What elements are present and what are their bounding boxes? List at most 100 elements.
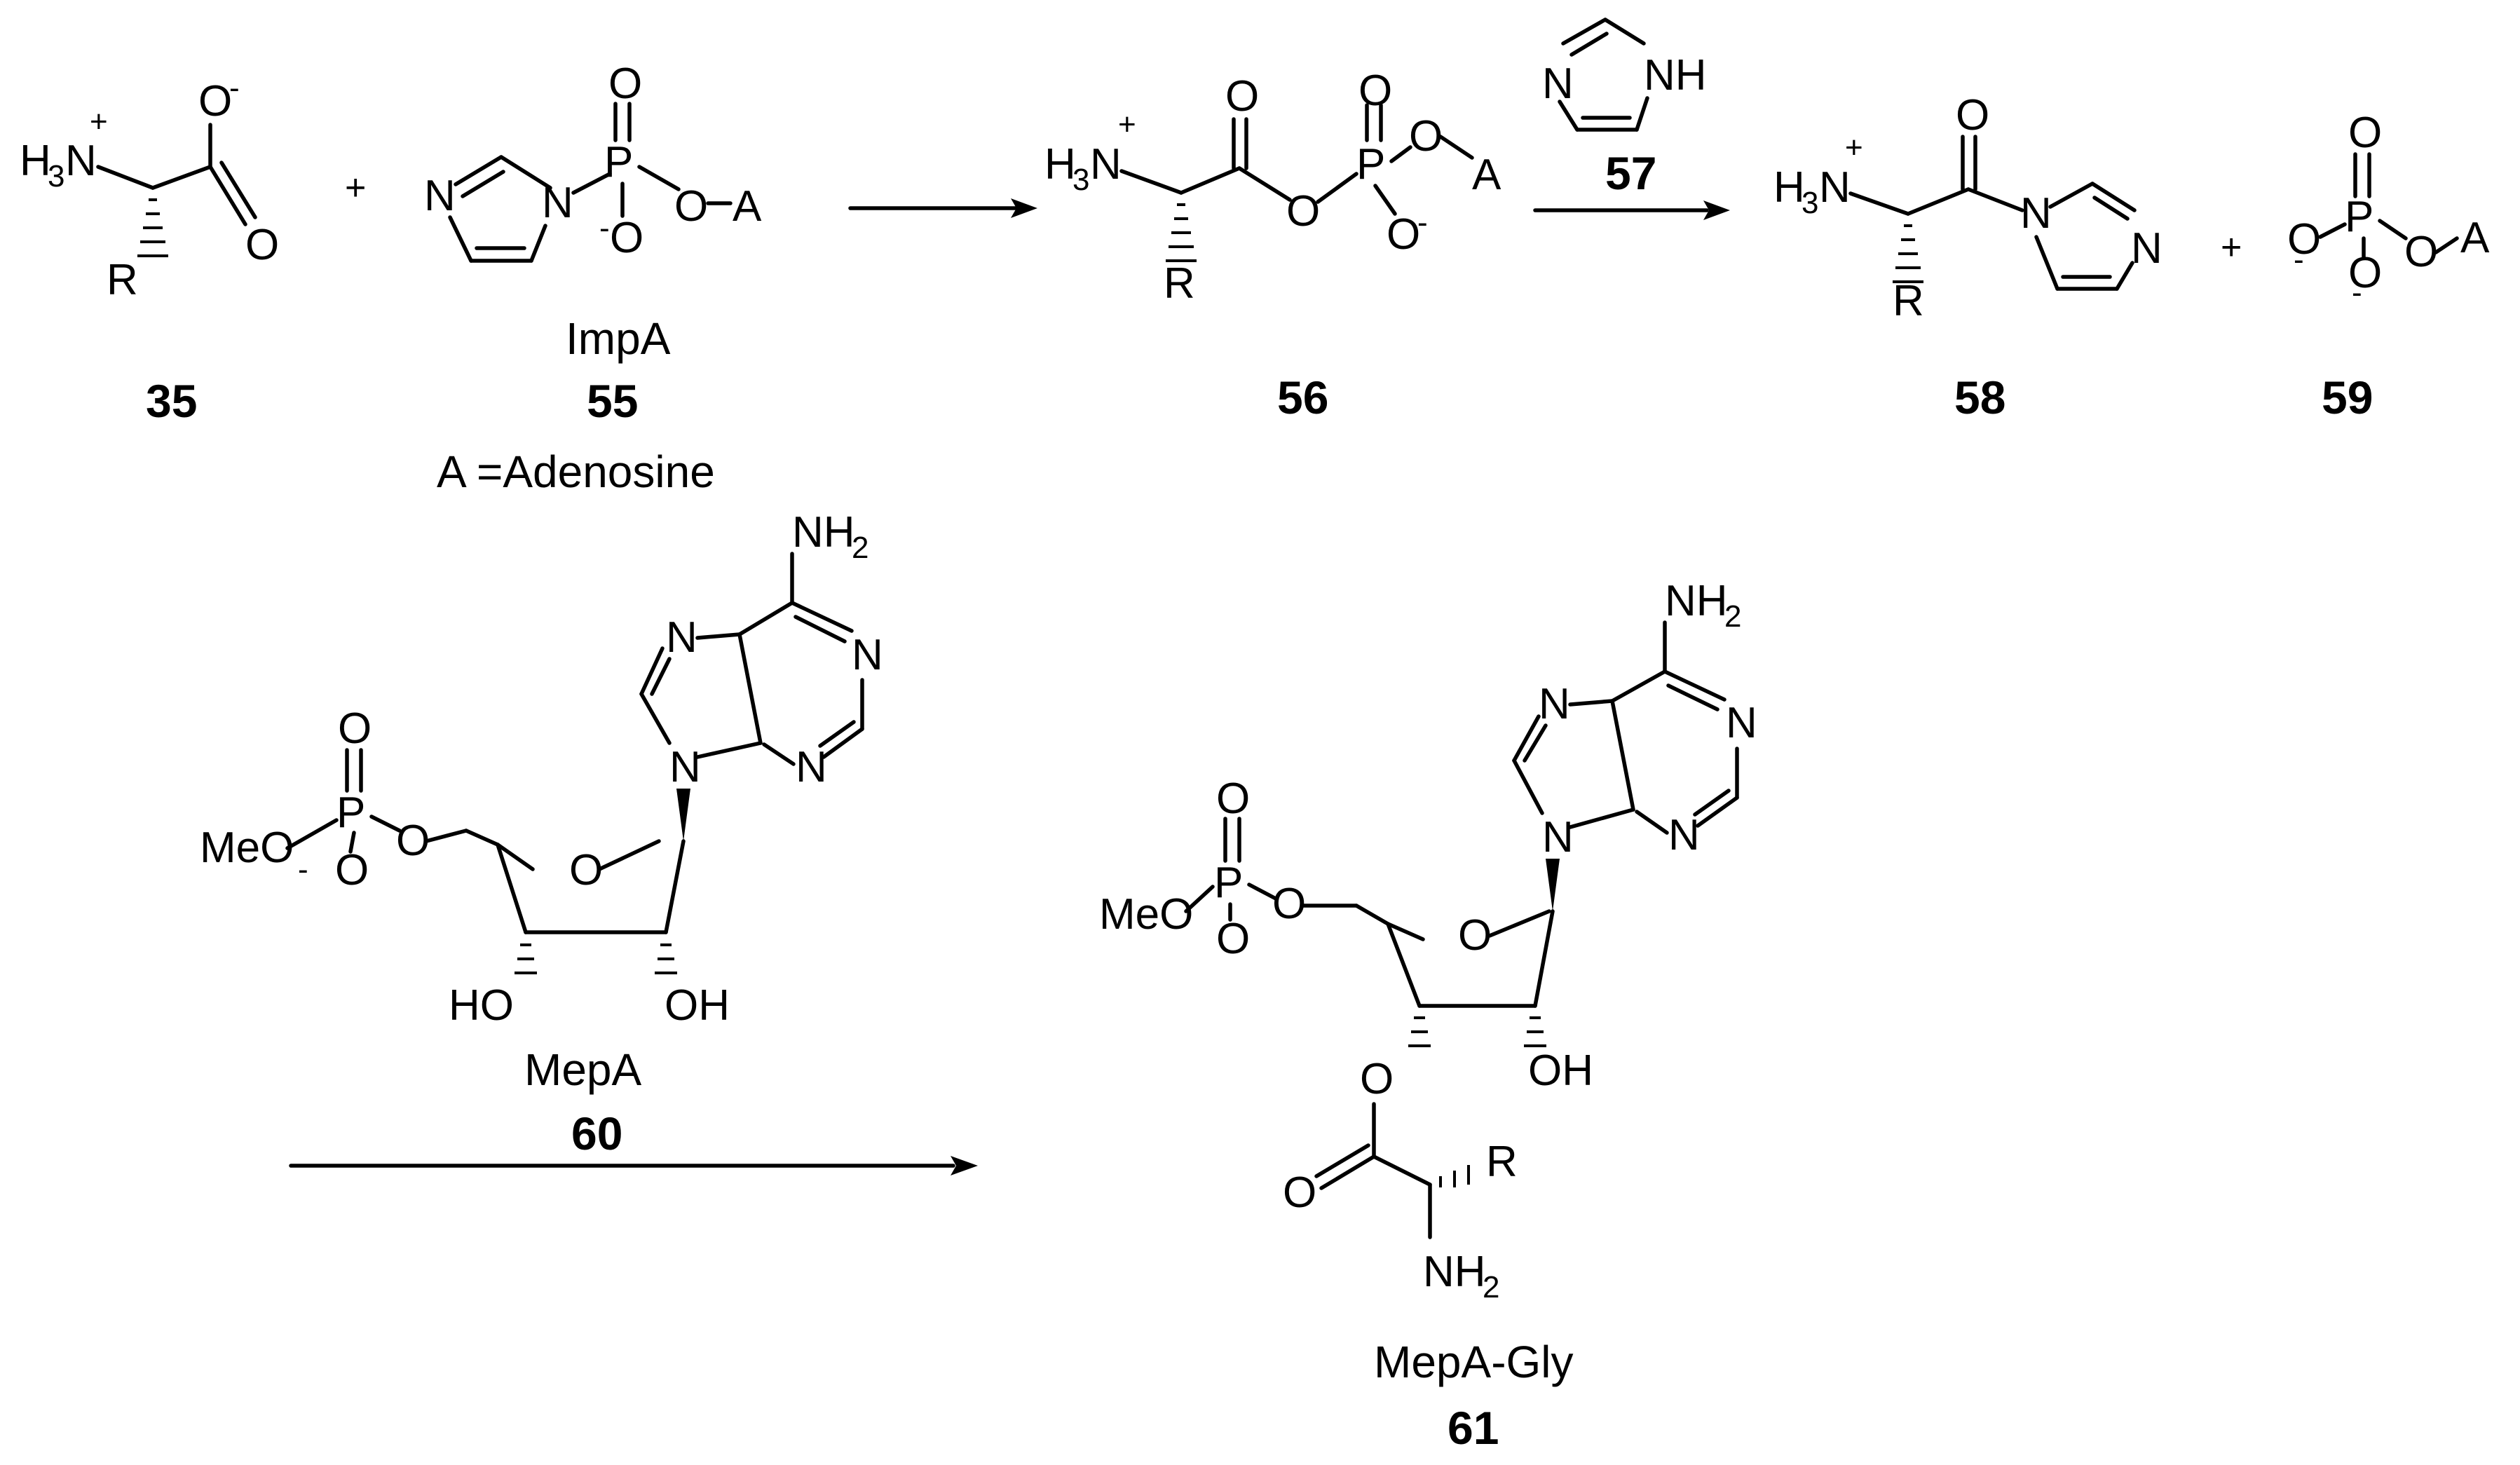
- compound-57-structure: N NH: [1542, 18, 1707, 132]
- svg-text:O: O: [245, 221, 279, 269]
- svg-text:2: 2: [1724, 599, 1741, 634]
- svg-text:A: A: [1472, 151, 1501, 199]
- svg-text:NH: NH: [792, 508, 855, 557]
- svg-text:O: O: [335, 846, 369, 894]
- svg-text:P: P: [604, 138, 633, 186]
- svg-text:N: N: [1090, 140, 1122, 189]
- svg-text:O: O: [2348, 249, 2382, 297]
- svg-text:O: O: [1409, 112, 1443, 161]
- compound-59-structure: O - P O O - O A: [2287, 109, 2490, 310]
- svg-text:P: P: [2345, 193, 2373, 241]
- svg-text:-: -: [1417, 205, 1428, 240]
- svg-text:N: N: [669, 743, 701, 791]
- svg-text:N: N: [1668, 811, 1700, 859]
- svg-text:MeO: MeO: [1099, 890, 1193, 939]
- plus-sign-2: +: [2221, 227, 2242, 268]
- svg-text:O: O: [338, 704, 372, 753]
- svg-text:OH: OH: [665, 981, 730, 1030]
- adenosine-note: A =Adenosine: [437, 447, 715, 497]
- svg-text:2: 2: [1483, 1270, 1499, 1304]
- svg-text:O: O: [569, 846, 603, 894]
- svg-text:MeO: MeO: [200, 824, 294, 872]
- plus-sign: +: [345, 168, 366, 208]
- compound-60-number: 60: [571, 1108, 622, 1159]
- svg-text:N: N: [1819, 163, 1851, 212]
- compound-59-number: 59: [2322, 372, 2373, 423]
- svg-text:HO: HO: [449, 981, 514, 1030]
- reaction-arrow-3: [289, 1156, 978, 1176]
- svg-text:NH: NH: [1423, 1248, 1486, 1296]
- compound-35-structure: H 3 N + R O - O: [20, 71, 279, 304]
- svg-text:O: O: [2287, 215, 2321, 264]
- svg-text:O: O: [1387, 210, 1420, 259]
- svg-text:O: O: [396, 817, 430, 865]
- svg-text:O: O: [1283, 1168, 1316, 1217]
- svg-text:N: N: [666, 613, 697, 662]
- compound-61-structure: MeO P O O O O OH O: [1099, 577, 1757, 1304]
- svg-text:O: O: [1225, 72, 1259, 121]
- svg-text:A: A: [733, 182, 762, 231]
- svg-text:R: R: [1164, 259, 1195, 308]
- svg-text:N: N: [2020, 189, 2052, 238]
- svg-text:-: -: [2294, 243, 2304, 277]
- svg-text:N: N: [1542, 813, 1574, 861]
- svg-text:-: -: [229, 71, 240, 105]
- svg-text:O: O: [1216, 915, 1250, 963]
- compound-61-name: MepA-Gly: [1374, 1337, 1574, 1387]
- svg-text:R: R: [1893, 277, 1924, 325]
- svg-text:N: N: [424, 172, 456, 220]
- svg-text:A: A: [2460, 214, 2490, 262]
- svg-text:H: H: [1773, 163, 1805, 212]
- svg-text:+: +: [90, 104, 108, 139]
- svg-text:N: N: [65, 137, 97, 185]
- compound-55-structure: N N P O O - O A: [424, 60, 762, 263]
- svg-text:O: O: [1216, 775, 1250, 823]
- svg-text:P: P: [336, 789, 365, 837]
- svg-text:O: O: [198, 77, 232, 125]
- svg-text:P: P: [1214, 859, 1243, 907]
- svg-text:3: 3: [1072, 163, 1089, 197]
- svg-text:O: O: [1286, 187, 1320, 236]
- compound-56-structure: H 3 N + R O O P O O - O A: [1044, 67, 1501, 308]
- svg-text:-: -: [599, 211, 610, 245]
- svg-text:OH: OH: [1528, 1047, 1593, 1095]
- svg-text:N: N: [1542, 60, 1574, 108]
- svg-text:-: -: [2352, 275, 2362, 310]
- svg-text:O: O: [1272, 880, 1306, 928]
- compound-35-number: 35: [146, 375, 197, 427]
- compound-60-name: MepA: [524, 1044, 642, 1095]
- svg-text:P: P: [1356, 140, 1385, 189]
- svg-text:O: O: [1458, 911, 1492, 960]
- svg-text:O: O: [1956, 91, 1989, 139]
- compound-60-structure: MeO - P O O O O HO OH: [200, 508, 883, 1030]
- svg-text:N: N: [1726, 699, 1757, 747]
- svg-text:R: R: [1486, 1138, 1518, 1186]
- compound-55-number: 55: [587, 375, 638, 427]
- compound-55-name: ImpA: [566, 313, 671, 364]
- svg-text:N: N: [542, 179, 573, 227]
- svg-text:H: H: [1044, 140, 1076, 189]
- svg-text:3: 3: [1802, 186, 1818, 220]
- reaction-arrow-2: [1533, 200, 1730, 220]
- svg-text:O: O: [674, 182, 708, 231]
- svg-text:N: N: [2131, 224, 2163, 273]
- svg-text:N: N: [796, 743, 827, 791]
- svg-text:3: 3: [48, 159, 64, 193]
- svg-text:2: 2: [852, 531, 869, 565]
- svg-text:N: N: [1539, 680, 1570, 728]
- svg-text:+: +: [1845, 130, 1863, 165]
- svg-text:+: +: [1118, 107, 1136, 142]
- reaction-arrow-1: [848, 198, 1037, 218]
- svg-text:NH: NH: [1665, 577, 1728, 625]
- svg-text:O: O: [608, 60, 642, 108]
- svg-text:O: O: [610, 214, 643, 262]
- svg-text:O: O: [2348, 109, 2382, 157]
- compound-56-number: 56: [1277, 372, 1328, 423]
- svg-text:R: R: [107, 256, 138, 304]
- compound-61-number: 61: [1448, 1402, 1499, 1454]
- svg-text:O: O: [1360, 1055, 1394, 1103]
- svg-text:N: N: [852, 631, 883, 679]
- svg-text:O: O: [1358, 67, 1392, 115]
- svg-text:O: O: [2404, 228, 2438, 276]
